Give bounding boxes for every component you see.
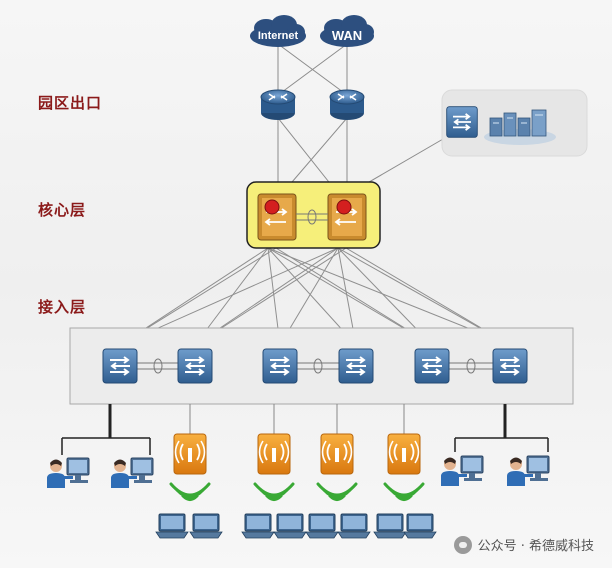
core-layer-label: 核心层 (38, 201, 87, 219)
server-cluster-icon (484, 109, 556, 145)
egress-layer-label: 园区出口 (38, 94, 103, 112)
access-switch-3-icon (262, 348, 298, 384)
access-point-3-icon (320, 433, 354, 475)
wechat-icon (453, 535, 472, 554)
wan-cloud-icon: WAN (320, 15, 374, 47)
ap-downlinks (189, 404, 405, 434)
watermark-text: 公众号 · 希德威科技 (477, 539, 594, 554)
access-switch-6-icon (492, 348, 528, 384)
wired-user-1-icon (46, 457, 90, 489)
core-stack-link (296, 209, 328, 225)
watermark: 公众号 · 希德威科技 (453, 535, 594, 554)
internet-label: Internet (258, 30, 299, 42)
access-layer-label: 接入层 (38, 298, 87, 316)
egress-router-2-icon (329, 89, 365, 121)
access-switch-1-icon (102, 348, 138, 384)
wifi-signal-2-icon (253, 482, 295, 501)
wifi-signal-icons (169, 482, 425, 501)
wireless-clients (155, 513, 437, 539)
laptop-icon (373, 513, 407, 539)
access-stack-links (137, 358, 493, 374)
wan-links (277, 43, 348, 96)
core-switch-1-icon (257, 193, 297, 241)
wired-user-2-icon (110, 457, 154, 489)
wired-downlinks (61, 404, 549, 455)
access-switch-2-icon (177, 348, 213, 384)
wired-user-3-icon (440, 455, 484, 487)
egress-router-1-icon (260, 89, 296, 121)
access-switch-5-icon (414, 348, 450, 384)
core-switch-2-icon (327, 193, 367, 241)
server-farm-switch-icon (445, 105, 479, 139)
wifi-signal-3-icon (316, 482, 358, 501)
laptop-icon (273, 513, 307, 539)
laptop-icon (241, 513, 275, 539)
link-wan-router1 (277, 43, 348, 96)
laptop-icon (337, 513, 371, 539)
laptop-icon (155, 513, 189, 539)
wifi-signal-4-icon (383, 482, 425, 501)
wifi-signal-1-icon (169, 482, 211, 501)
laptop-icon (189, 513, 223, 539)
core-cluster (246, 181, 381, 249)
access-switch-4-icon (338, 348, 374, 384)
laptop-icon (403, 513, 437, 539)
wired-user-4-icon (506, 455, 550, 487)
access-point-4-icon (387, 433, 421, 475)
access-point-2-icon (257, 433, 291, 475)
wan-label: WAN (332, 28, 362, 43)
internet-cloud-icon: Internet (250, 15, 306, 47)
laptop-icon (305, 513, 339, 539)
server-farm (441, 89, 588, 157)
access-point-1-icon (173, 433, 207, 475)
access-layer (69, 327, 574, 405)
